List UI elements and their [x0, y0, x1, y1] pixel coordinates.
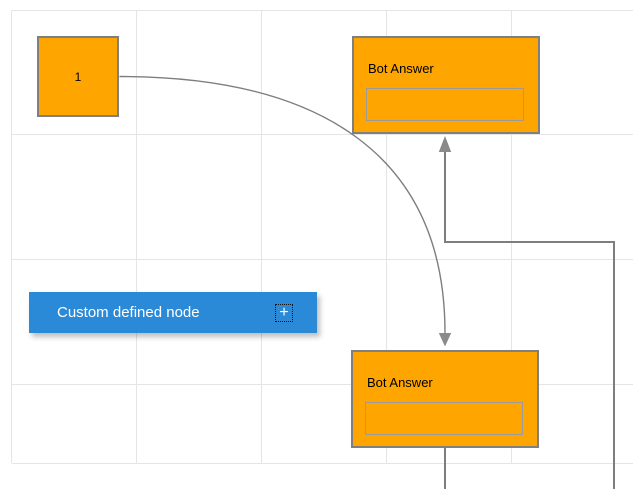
node-custom-defined[interactable]: Custom defined node +: [29, 292, 317, 333]
answer-input-box: [365, 402, 523, 435]
plus-icon[interactable]: +: [275, 303, 293, 322]
node-bot-answer-bottom[interactable]: Bot Answer: [351, 350, 539, 448]
bot-answer-title: Bot Answer: [367, 375, 433, 390]
answer-input-box: [366, 88, 524, 121]
custom-node-label: Custom defined node: [57, 304, 200, 321]
orthogonal-connector-path[interactable]: [444, 151, 615, 489]
node-number[interactable]: 1: [37, 36, 119, 117]
arrowhead-up-icon: [438, 136, 452, 152]
node-number-label: 1: [74, 69, 82, 84]
bot-answer-title: Bot Answer: [368, 61, 434, 76]
node-bot-answer-top[interactable]: Bot Answer: [352, 36, 540, 134]
plus-icon-glyph: +: [279, 303, 289, 321]
arrowhead-down-icon: [438, 333, 452, 347]
orthogonal-connector[interactable]: [438, 136, 615, 489]
bezier-connector-path[interactable]: [119, 75, 446, 334]
bezier-connector[interactable]: [119, 75, 452, 347]
